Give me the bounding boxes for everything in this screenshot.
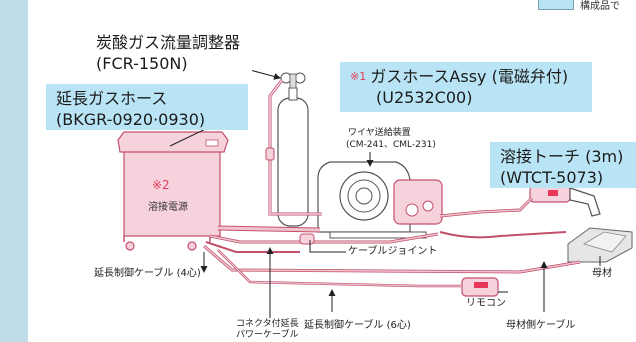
side-stripe (0, 0, 28, 342)
gas-hose-note: ※1 (350, 70, 367, 83)
connector-power-cable-label: コネクタ付延長 (236, 319, 299, 329)
power-source-note: ※2 (152, 178, 170, 192)
wire-feeder-label: ワイヤ送給装置 (348, 128, 411, 138)
callout-extension-gas-hose: 延長ガスホース (BKGR-0920·0930) (46, 84, 248, 130)
welding-torch (529, 185, 601, 217)
remote-label: リモコン (466, 298, 506, 309)
callout-torch: 溶接トーチ (3m) (WTCT-5073) (490, 142, 636, 188)
gas-hose-assy-model: (U2532C00) (376, 88, 473, 107)
base-metal-label: 母材 (592, 268, 612, 279)
ext-control-cable-6-label: 延長制御ケーブル (6心) (304, 320, 411, 331)
co2-regulator-name: 炭酸ガス流量調整器 (96, 33, 241, 52)
wire-feeder-model: (CM-241、CML-231) (346, 140, 436, 150)
remote-control (461, 277, 499, 297)
callout-co2-regulator: 炭酸ガス流量調整器 (FCR-150N) (86, 28, 252, 73)
connector-power-cable-label-2: パワーケーブル (236, 330, 299, 340)
extension-gas-hose-model: (BKGR-0920·0930) (56, 110, 206, 129)
base-metal-plate (567, 227, 633, 263)
gas-cylinder (277, 72, 309, 227)
co2-regulator-model: (FCR-150N) (96, 54, 188, 73)
welding-power-source (117, 131, 229, 251)
base-metal-cable-label: 母材側ケーブル (506, 320, 576, 331)
torch-name: 溶接トーチ (3m) (500, 147, 624, 166)
legend-swatch (538, 0, 574, 10)
wire-feeder (317, 161, 443, 239)
cable-joint-label: ケーブルジョイント (348, 246, 438, 257)
extension-gas-hose-name: 延長ガスホース (56, 89, 168, 108)
cables (203, 79, 581, 288)
power-source-label: 溶接電源 (148, 202, 188, 213)
ext-control-cable-4-label: 延長制御ケーブル (4心) (94, 268, 201, 279)
gas-hose-assy-name: ガスホースAssy (電磁弁付) (370, 67, 569, 86)
torch-model: (WTCT-5073) (500, 168, 604, 187)
legend-label: 構成品で (580, 1, 620, 12)
